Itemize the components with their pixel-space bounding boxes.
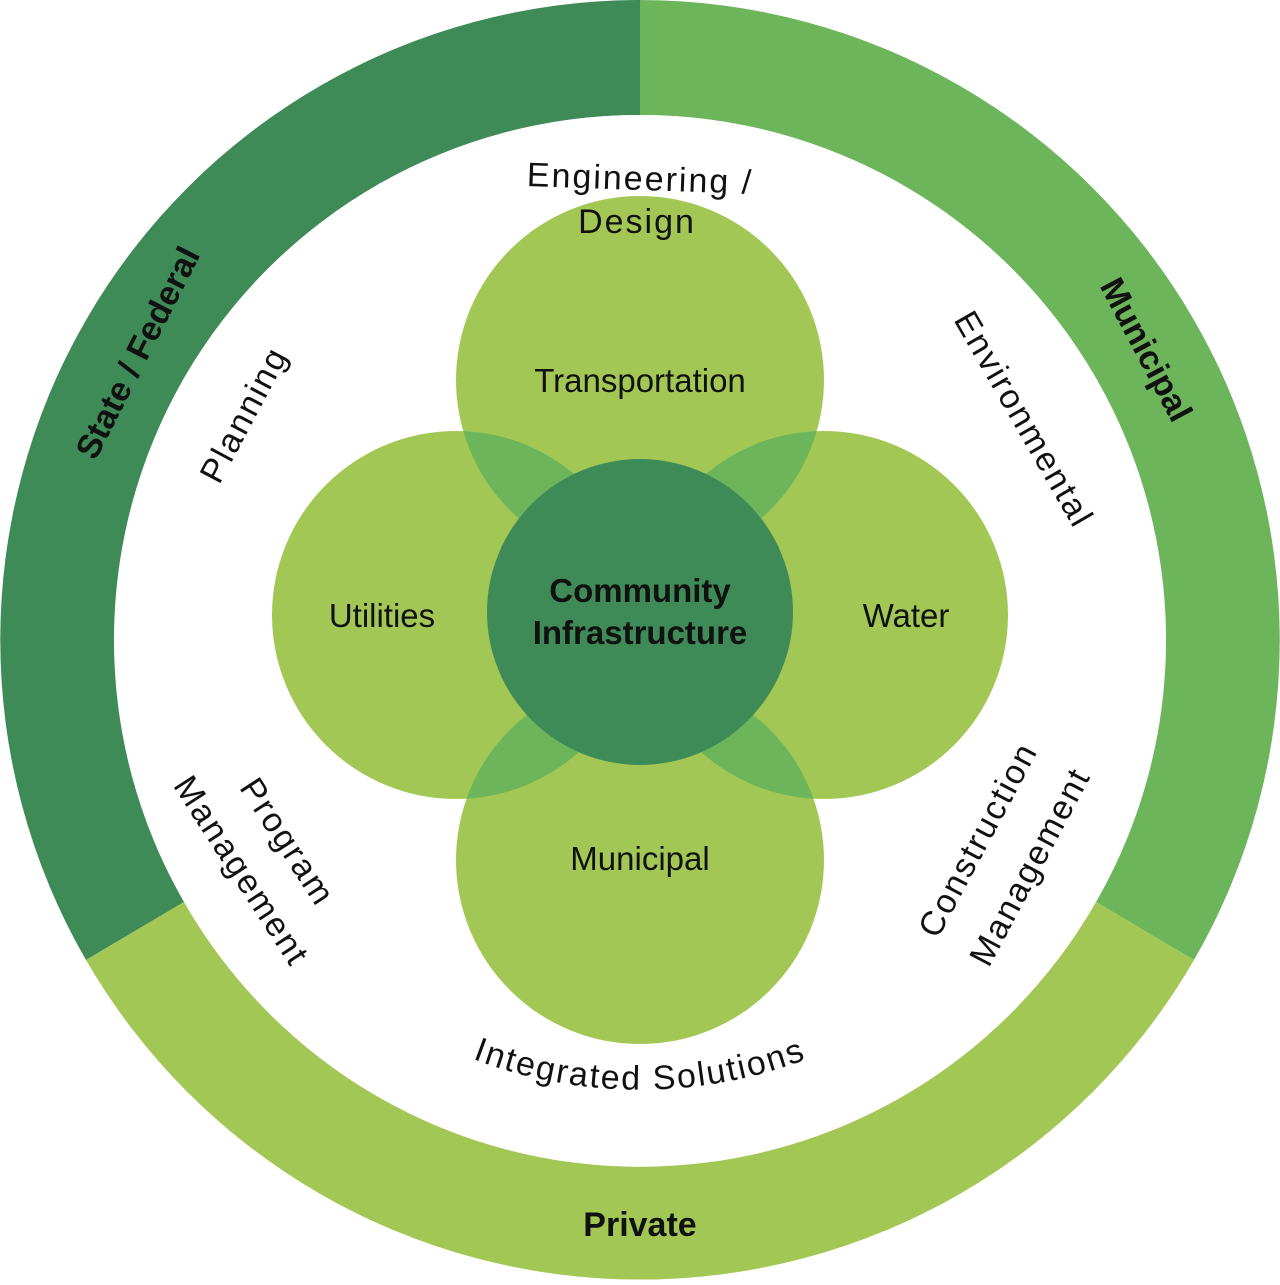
segment-label-private: Private xyxy=(583,1206,696,1244)
ring-segment-state-federal xyxy=(0,0,641,960)
service-engineering-line1: Engineering / xyxy=(526,156,754,202)
petal-label-transportation: Transportation xyxy=(534,362,746,399)
ring-segment-municipal xyxy=(640,0,1280,960)
center-circle xyxy=(487,459,793,765)
petal-label-municipal: Municipal xyxy=(570,840,709,877)
petal-label-utilities: Utilities xyxy=(329,597,435,634)
center-label-line1: Community xyxy=(549,572,731,609)
service-engineering-line2: Design xyxy=(578,203,696,241)
petal-label-water: Water xyxy=(863,597,950,634)
ring-segment-private xyxy=(86,902,1194,1280)
center-label-line2: Infrastructure xyxy=(533,614,748,651)
